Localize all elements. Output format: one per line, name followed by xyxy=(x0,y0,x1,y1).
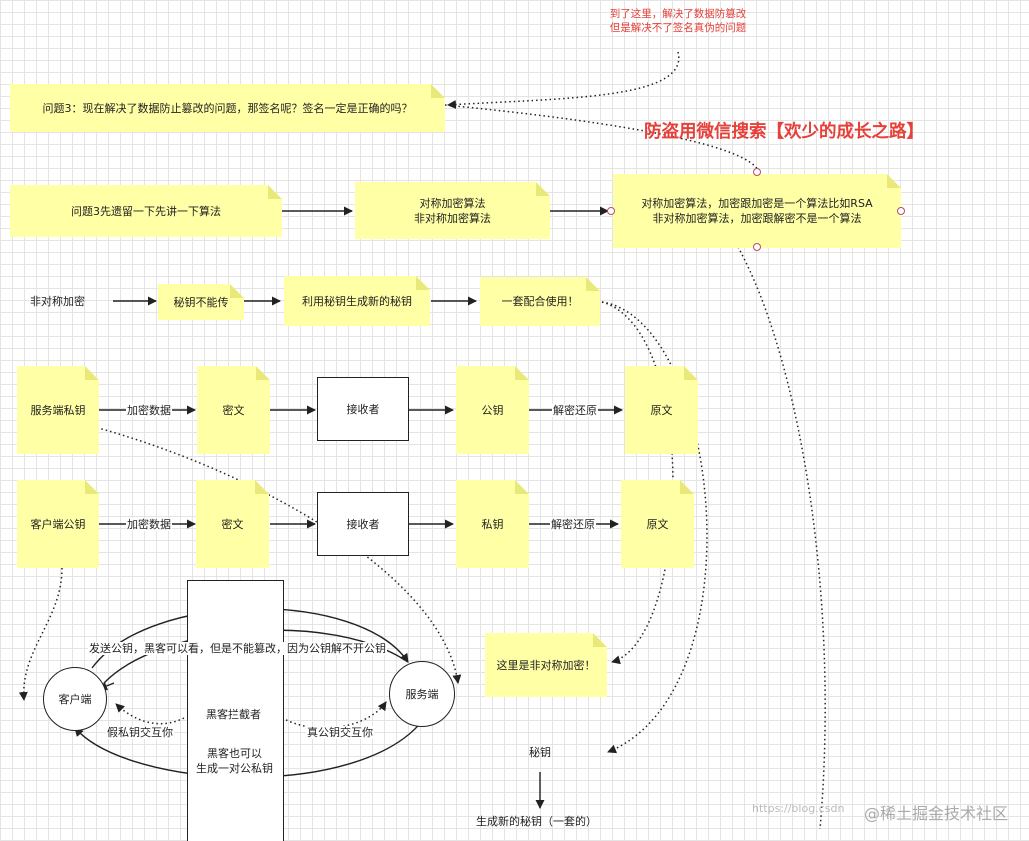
secret-key-label: 秘钥 xyxy=(529,746,551,759)
algorithm-desc-line2: 非对称加密算法，加密跟解密不是一个算法 xyxy=(652,212,862,225)
red-note-line1: 到了这里，解决了数据防篡改 xyxy=(609,8,747,20)
red-note-line2: 但是解决不了签名真伪的问题 xyxy=(609,22,747,34)
handle-top[interactable] xyxy=(753,168,761,176)
real-key-swap-label: 真公钥交互你 xyxy=(306,726,374,739)
plaintext-note-1[interactable]: 原文 xyxy=(625,366,698,454)
plaintext-note-2[interactable]: 原文 xyxy=(621,480,694,568)
watermark-brand: @稀土掘金技术社区 xyxy=(864,804,1009,823)
decrypt-label-1: 解密还原 xyxy=(552,404,598,417)
gen-new-key-note[interactable]: 利用秘钥生成新的秘钥 xyxy=(284,276,430,326)
algorithm-description-note[interactable]: 对称加密算法，加密跟加密是一个算法比如RSA 非对称加密算法，加密跟解密不是一个… xyxy=(613,174,901,248)
hacker-gen-line1: 黑客也可以 xyxy=(206,747,263,760)
watermark-title: 防盗用微信搜索【欢少的成长之路】 xyxy=(644,122,924,142)
hacker-intercept-label: 黑客拦截者 xyxy=(205,708,262,721)
algorithm-desc-line1: 对称加密算法，加密跟加密是一个算法比如RSA xyxy=(641,197,873,210)
algorithm-symmetric: 对称加密算法 xyxy=(419,196,486,210)
fake-key-swap-label: 假私钥交互你 xyxy=(106,726,174,739)
asymmetric-here-note[interactable]: 这里是非对称加密！ xyxy=(485,633,607,697)
red-note: 到了这里，解决了数据防篡改 但是解决不了签名真伪的问题 xyxy=(580,7,776,35)
encrypt-label-2: 加密数据 xyxy=(126,518,172,531)
server-private-key-note[interactable]: 服务端私钥 xyxy=(17,366,99,454)
client-public-key-note[interactable]: 客户端公钥 xyxy=(17,480,99,568)
client-node[interactable]: 客户端 xyxy=(43,667,107,731)
algorithm-note[interactable]: 对称加密算法 非对称加密算法 xyxy=(355,182,550,239)
question3-note[interactable]: 问题3：现在解决了数据防止篡改的问题，那签名呢？签名一定是正确的吗？ xyxy=(10,84,445,132)
pair-use-note[interactable]: 一套配合使用！ xyxy=(480,277,600,326)
question3-later-note[interactable]: 问题3先遗留一下先讲一下算法 xyxy=(10,185,282,237)
hacker-gen-line2: 生成一对公私钥 xyxy=(195,762,274,775)
handle-left[interactable] xyxy=(607,207,615,215)
asymmetric-label: 非对称加密 xyxy=(30,295,85,308)
handle-bottom[interactable] xyxy=(753,243,761,251)
server-node[interactable]: 服务端 xyxy=(389,661,455,727)
cipher-note-2[interactable]: 密文 xyxy=(196,480,269,568)
send-public-key-label: 发送公钥，黑客可以看，但是不能篡改，因为公钥解不开公钥 xyxy=(88,642,387,655)
receiver-box-1[interactable]: 接收者 xyxy=(317,377,409,441)
public-key-note[interactable]: 公钥 xyxy=(456,366,529,454)
handle-right[interactable] xyxy=(897,207,905,215)
cipher-note-1[interactable]: 密文 xyxy=(197,366,270,454)
watermark-url: https://blog.csdn xyxy=(752,802,845,815)
private-key-note[interactable]: 私钥 xyxy=(456,480,529,568)
encrypt-label-1: 加密数据 xyxy=(126,404,172,417)
algorithm-asymmetric: 非对称加密算法 xyxy=(414,211,491,225)
receiver-box-2[interactable]: 接收者 xyxy=(317,492,409,556)
key-not-transfer-note[interactable]: 秘钥不能传 xyxy=(158,284,244,320)
gen-pair-label: 生成新的秘钥（一套的） xyxy=(476,815,597,828)
decrypt-label-2: 解密还原 xyxy=(550,518,596,531)
